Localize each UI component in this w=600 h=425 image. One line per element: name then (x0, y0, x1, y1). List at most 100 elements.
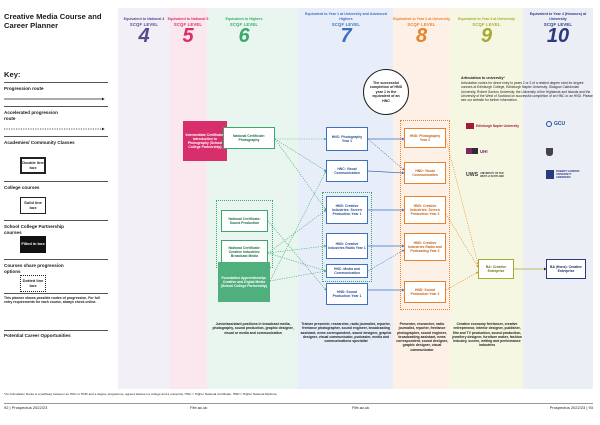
career-level-7: Trainee presenter, researcher, radio jou… (300, 322, 392, 344)
level-7-header: Equivalent to Year 1 at University and A… (303, 12, 389, 47)
course-nc-creative-broadcast[interactable]: National Certificate: Creative Industrie… (221, 240, 268, 264)
link-creative-to-radio (267, 245, 327, 254)
link-hnc-photo-to-visual2 (367, 138, 405, 171)
key-dotted-box: Dotted line box (20, 275, 46, 292)
gcu-logo-text: GCU (554, 121, 566, 127)
career-level-8: Presenter, researcher, radio journalist,… (396, 322, 448, 352)
footer-url-right[interactable]: Fife.ac.uk (352, 405, 370, 410)
level-9-header: Equivalent to Year 3 at University SCQF … (452, 12, 521, 47)
level-6-scqf: SCQF LEVEL (229, 22, 259, 27)
course-hnd-photography-2[interactable]: HND: Photography Year 2 (404, 128, 446, 148)
link-photo2-to-ba (445, 138, 479, 265)
course-hnd-sound-production-1[interactable]: HND: Sound Production Year 1 (326, 283, 368, 305)
level-7-scqf: SCQF LEVEL (331, 22, 361, 27)
page-title: Creative Media Course and Career Planner (4, 12, 102, 30)
uhi-logo: UHI (466, 148, 488, 154)
footer-right: Prospectus 2022/23 | 93 (549, 405, 593, 410)
career-level-9: Creative economy freelancer, creative en… (452, 322, 522, 348)
link-hnc-visual-to-hnd-visual (367, 170, 405, 175)
level-8-header: Equivalent to Year 2 at University SCQF … (393, 12, 450, 47)
course-nc-photography[interactable]: National Certificate: Photography (223, 127, 275, 149)
key-shared: Courses share progression options (4, 263, 64, 274)
careers-label: Potential Career Opportunities (4, 333, 71, 338)
course-foundation-apprenticeship[interactable]: Foundation Apprenticeship: Creative and … (218, 262, 270, 302)
level-10-scqf: SCQF LEVEL (543, 22, 573, 27)
uhi-logo-text: UHI (480, 148, 488, 154)
column-level-10 (523, 8, 593, 389)
course-hnd-sound-production-2[interactable]: HND: Sound Production Year 2 (404, 281, 446, 303)
uws-logo: UWS UNIVERSITY OF THE WEST of SCOTLAND (466, 172, 504, 178)
link-media-to-radio2 (367, 249, 405, 272)
uhi-mark-icon (466, 148, 478, 154)
articulation-heading: Articulation to university* (461, 76, 505, 80)
level-5-equivalent: Equivalent to National 5 (167, 16, 209, 21)
level-7-equivalent: Equivalent to Year 1 at University and A… (304, 12, 388, 21)
career-level-6: Junior/assistant positions in broadcast … (212, 322, 294, 335)
level-8-scqf: SCQF LEVEL (407, 22, 436, 27)
level-7-number: 7 (340, 25, 352, 47)
column-level-9 (450, 8, 523, 389)
gcu-mark-icon (546, 121, 552, 127)
key-accelerated: Accelerated progression route (4, 110, 58, 121)
course-hnd-screen-production-1[interactable]: HND: Creative Industries: Screen Product… (326, 196, 368, 224)
course-intermediate-photography[interactable]: Intermediate Certificate: Introduction t… (183, 121, 227, 161)
link-creative-to-screen (267, 209, 327, 254)
footer-left: 92 | Prospectus 2022/23 (4, 405, 48, 410)
course-hnc-visual-communication[interactable]: HNC: Visual Communication (326, 160, 368, 182)
link-creative-to-media (267, 252, 327, 272)
rgu-logo: ROBERT GORDON UNIVERSITY ABERDEEN (546, 170, 586, 180)
course-hnd-radio-1[interactable]: HND: Creative Industries Radio Year 1 (326, 233, 368, 259)
course-hnd-radio-podcasting-2[interactable]: HND: Creative Industries Radio and Podca… (404, 233, 446, 261)
footer-url-left[interactable]: Fife.ac.uk (190, 405, 208, 410)
level-6-number: 6 (238, 25, 250, 47)
key-divider (4, 259, 108, 260)
course-hnc-media-communication[interactable]: HNC: Media and Communication (326, 264, 368, 278)
level-10-equivalent: Equivalent to Year 4 (Honours) at Univer… (529, 12, 587, 21)
articulation-body: Articulation routes for direct entry to … (461, 81, 593, 103)
level-4-number: 4 (138, 25, 150, 47)
link-foundation-to-visual (269, 170, 327, 282)
link-nc-photo-to-screen (274, 138, 327, 211)
level-5-scqf: SCQF LEVEL (173, 22, 203, 27)
key-progression: Progression route (4, 86, 44, 91)
course-hnd-visual-communication[interactable]: HND: Visual Communication (404, 162, 446, 184)
uws-logo-text: UWS (466, 172, 479, 178)
crest-icon (546, 148, 553, 156)
napier-mark-icon (466, 123, 474, 129)
key-filled-box: Filled in box (20, 236, 46, 253)
level-6-header: Equivalent to Highers SCQF LEVEL 6 (212, 12, 276, 47)
link-sound2-to-ba (445, 271, 479, 291)
key-divider (4, 220, 108, 221)
key-divider (4, 293, 108, 294)
level-9-equivalent: Equivalent to Year 3 at University (458, 16, 515, 21)
gcu-logo: GCU (546, 121, 565, 127)
level-4-equivalent: Equivalent to National 4 (123, 16, 165, 21)
level-9-scqf: SCQF LEVEL (472, 22, 501, 27)
course-hnd-screen-production-2[interactable]: HND: Creative Industries: Screen Product… (404, 196, 446, 224)
uws-logo-subtext: UNIVERSITY OF THE WEST of SCOTLAND (480, 172, 504, 178)
articulation-info: Articulation to university* Articulation… (461, 76, 593, 102)
key-divider (4, 82, 108, 83)
course-nc-sound-production[interactable]: National Certificate: Sound Production (221, 210, 268, 232)
link-hnd-to-ba (445, 213, 479, 268)
key-college: College courses (4, 185, 40, 190)
level-10-header: Equivalent to Year 4 (Honours) at Univer… (524, 12, 592, 47)
key-divider (4, 136, 108, 137)
column-level-4 (118, 8, 170, 389)
level-10-number: 10 (546, 25, 570, 47)
key-divider (4, 330, 108, 331)
course-hnc-photography[interactable]: HNC: Photography Year 1 (326, 127, 368, 151)
footnote: *An Articulation Route is a pathway betw… (4, 392, 277, 396)
key-divider (4, 106, 108, 107)
rgu-logo-text: ROBERT GORDON UNIVERSITY ABERDEEN (556, 170, 580, 180)
column-level-6 (207, 8, 298, 389)
shared-group-hnd (400, 120, 450, 310)
key-heading: Key: (4, 70, 21, 79)
course-ba-creative-enterprise[interactable]: BA: Creative Enterprise (478, 259, 514, 279)
rgu-mark-icon (546, 170, 554, 180)
link-foundation-to-media (269, 270, 327, 282)
course-ba-hons-creative-enterprise[interactable]: BA (Hons): Creative Enterprise (546, 259, 586, 279)
level-8-number: 8 (415, 25, 428, 47)
napier-logo-text: Edinburgh Napier University (476, 124, 520, 128)
